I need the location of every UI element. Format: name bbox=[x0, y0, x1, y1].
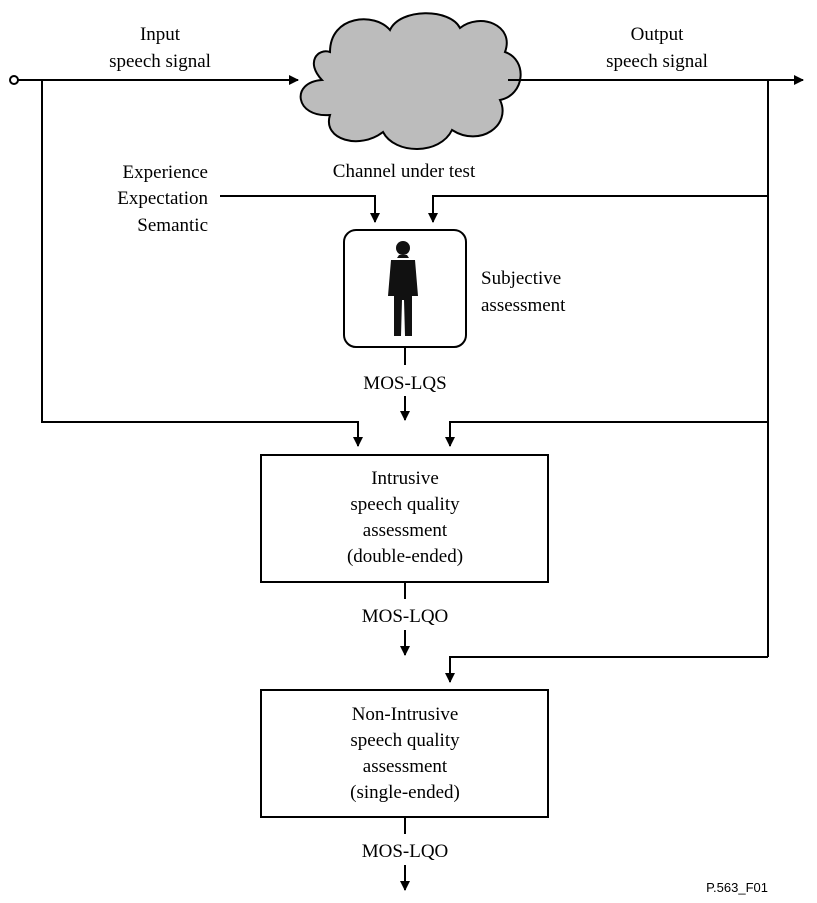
input-signal-label-1: Input bbox=[140, 24, 181, 45]
channel-label: Channel under test bbox=[333, 161, 476, 182]
intrusive-box-line-3: assessment bbox=[363, 520, 448, 541]
intrusive-box-line-1: Intrusive bbox=[371, 468, 439, 489]
intrusive-box-line-4: (double-ended) bbox=[347, 546, 463, 567]
intrusive-mos-lqo-label: MOS-LQO bbox=[362, 606, 449, 627]
output-to-intrusive bbox=[445, 421, 768, 447]
subjective-input-line bbox=[220, 195, 380, 223]
subjective-input-semantic: Semantic bbox=[137, 215, 208, 236]
nonintrusive-box-line-3: assessment bbox=[363, 756, 448, 777]
nonintrusive-box-line-2: speech quality bbox=[350, 730, 460, 751]
nonintrusive-mos-lqo-label: MOS-LQO bbox=[362, 841, 449, 862]
output-to-subjective bbox=[428, 195, 768, 223]
subjective-assessment-label-1: Subjective bbox=[481, 268, 561, 289]
input-signal-label-2: speech signal bbox=[109, 51, 211, 72]
input-feed-line bbox=[41, 80, 363, 447]
subjective-input-expectation: Expectation bbox=[117, 188, 208, 209]
input-terminal bbox=[9, 75, 19, 85]
person-icon bbox=[388, 241, 418, 336]
intrusive-box-line-2: speech quality bbox=[350, 494, 460, 515]
output-to-nonintrusive bbox=[445, 656, 768, 683]
output-signal-label-2: speech signal bbox=[606, 51, 708, 72]
intrusive-assessment-box bbox=[260, 454, 549, 583]
nonintrusive-box-line-1: Non-Intrusive bbox=[352, 704, 459, 725]
subjective-input-experience: Experience bbox=[123, 162, 208, 183]
figure-id: P.563_F01 bbox=[706, 880, 768, 895]
output-signal-label-1: Output bbox=[631, 24, 685, 45]
mos-lqs-label: MOS-LQS bbox=[363, 373, 446, 394]
nonintrusive-assessment-box bbox=[260, 689, 549, 818]
nonintrusive-box-line-4: (single-ended) bbox=[350, 782, 460, 803]
subjective-assessment-label-2: assessment bbox=[481, 295, 566, 316]
channel-cloud bbox=[299, 12, 522, 150]
